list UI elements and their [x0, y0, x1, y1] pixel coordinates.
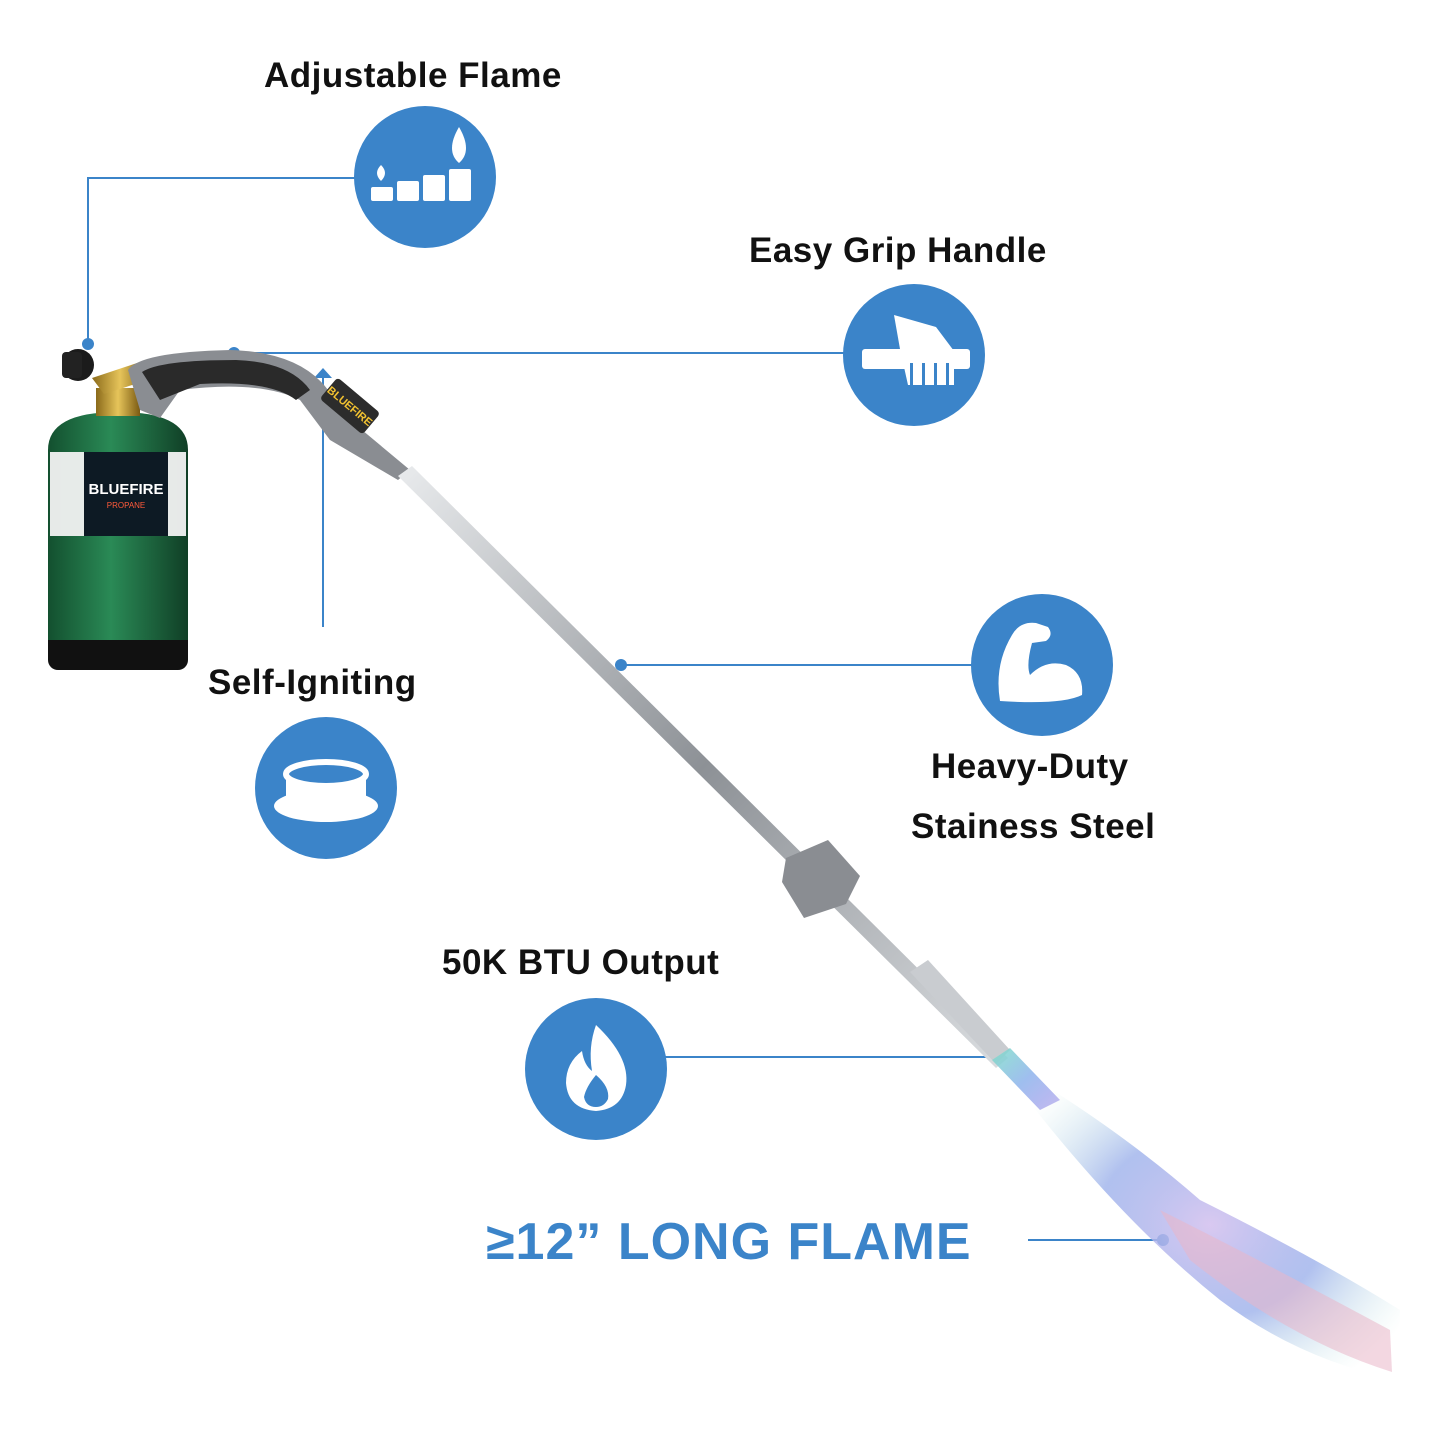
adjustable-flame-connector	[87, 177, 355, 343]
hand-grip-icon	[843, 284, 985, 426]
tank-brand: BLUEFIRE	[89, 481, 164, 498]
tank-sub: PROPANE	[107, 501, 146, 510]
igniter-button-icon	[255, 717, 397, 859]
rod-coupler	[782, 840, 860, 918]
propane-tank: BLUEFIRE PROPANE	[48, 349, 188, 670]
easy-grip-handle-label: Easy Grip Handle	[749, 231, 1047, 270]
flame-levels-icon	[354, 106, 496, 248]
heavy-duty-label: Heavy-Duty	[931, 747, 1129, 786]
grip-handle: BLUEFIRE	[128, 350, 410, 480]
fire-icon	[525, 998, 667, 1140]
flexed-arm-icon	[971, 594, 1113, 736]
adjustable-flame-label: Adjustable Flame	[264, 56, 562, 95]
self-igniting-label: Self-Igniting	[208, 663, 417, 702]
btu-output-label: 50K BTU Output	[442, 943, 720, 982]
stainess-steel-label: Stainess Steel	[911, 807, 1156, 846]
steel-rod	[398, 466, 1010, 1068]
flame	[992, 1048, 1400, 1380]
long-flame-headline: ≥12” LONG FLAME	[486, 1213, 972, 1271]
